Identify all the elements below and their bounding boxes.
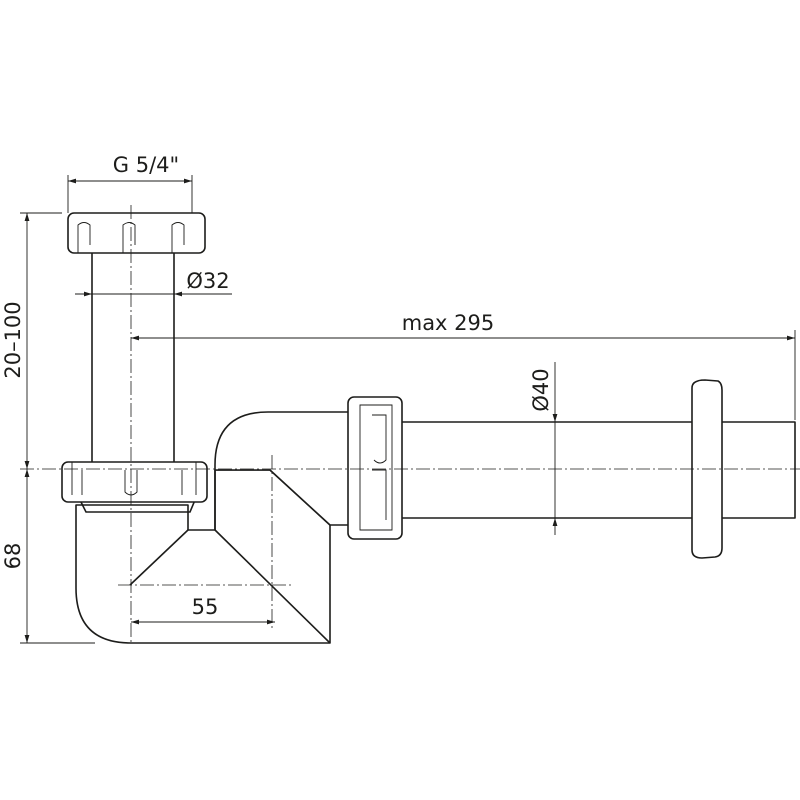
top-nut xyxy=(67,212,206,254)
center-lines xyxy=(20,205,800,642)
dimension-thread: G 5/4" xyxy=(67,153,193,213)
thread-label: G 5/4" xyxy=(113,153,179,177)
inlet-diameter-label: Ø32 xyxy=(186,269,229,293)
dimension-max-length: max 295 xyxy=(131,311,796,420)
dimension-inlet-diameter: Ø32 xyxy=(75,269,232,297)
trap-height-label: 68 xyxy=(1,543,25,570)
offset-label: 55 xyxy=(192,595,219,619)
wall-pipe xyxy=(719,421,796,519)
dimension-outlet-diameter: Ø40 xyxy=(529,362,558,535)
dimension-offset: 55 xyxy=(131,595,275,625)
height-range-label: 20–100 xyxy=(1,301,25,378)
outlet-nut xyxy=(347,396,403,540)
outlet-pipe xyxy=(399,421,701,519)
lower-nut xyxy=(61,461,208,503)
trap-body xyxy=(75,411,351,644)
outlet-diameter-label: Ø40 xyxy=(529,368,553,411)
dimension-trap-height: 68 xyxy=(1,469,95,644)
inlet-pipe xyxy=(91,249,175,465)
dimension-height-range: 20–100 xyxy=(1,212,62,469)
max-length-label: max 295 xyxy=(402,311,495,335)
